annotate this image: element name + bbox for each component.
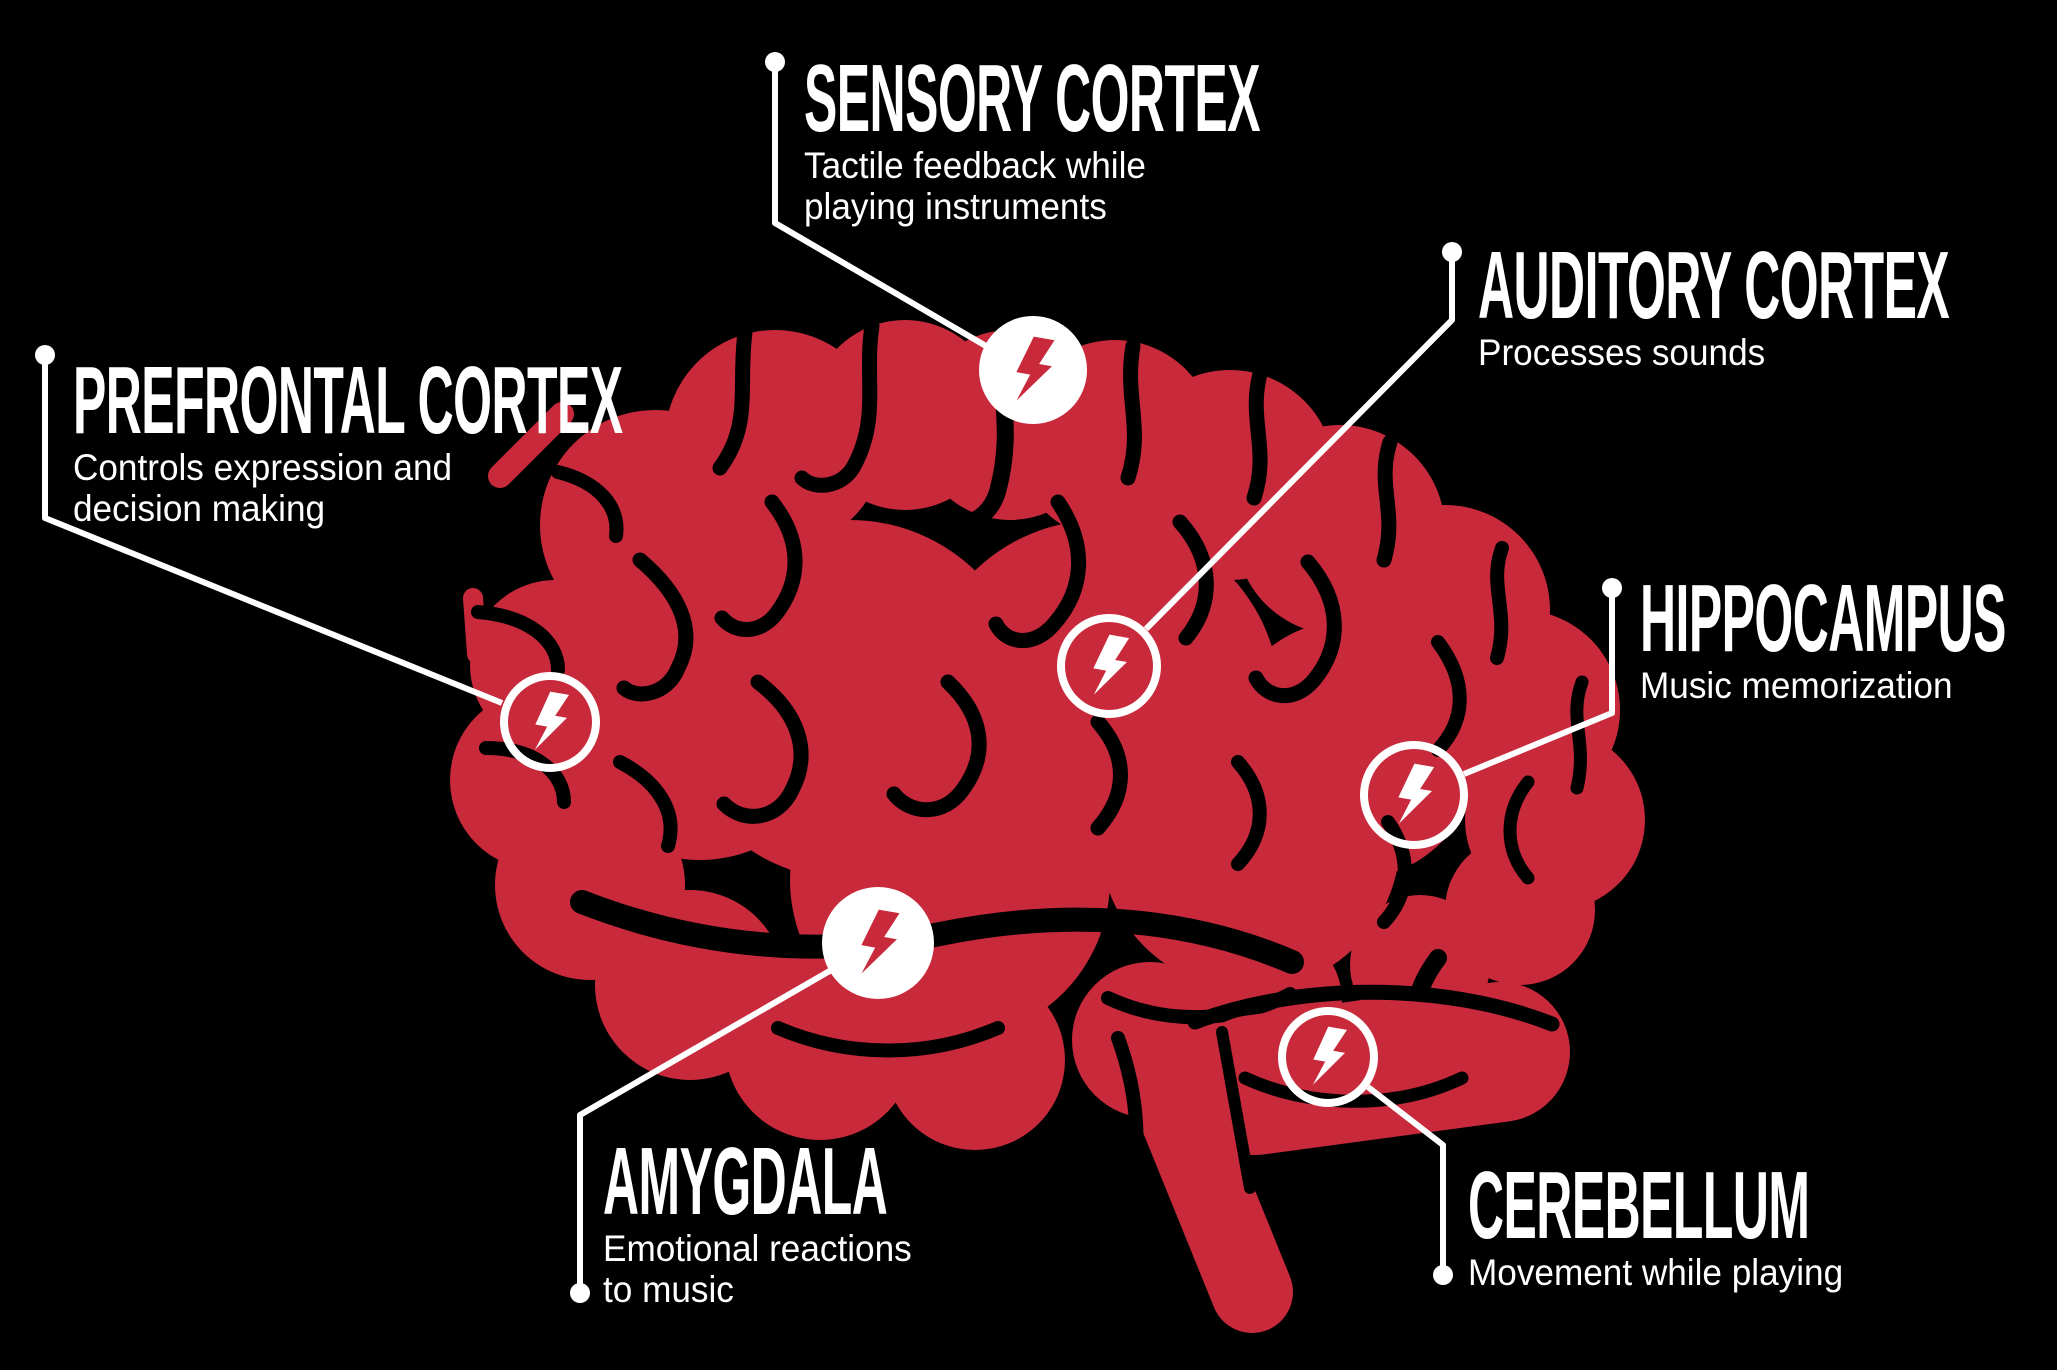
lightning-bolt-icon-hippocampus bbox=[1360, 741, 1468, 849]
region-title: AUDITORY CORTEX bbox=[1478, 232, 1950, 339]
brainstem-shape bbox=[1127, 1044, 1293, 1333]
region-description: Music memorization bbox=[1640, 665, 1953, 706]
label-prefrontal-cortex: PREFRONTAL CORTEX Controls expression an… bbox=[73, 353, 1130, 530]
lightning-bolt-icon-amygdala bbox=[822, 887, 934, 999]
cerebellum-shape bbox=[1185, 982, 1570, 1155]
label-hippocampus: HIPPOCAMPUS Music memorization bbox=[1640, 565, 2057, 707]
cerebellum-sulci bbox=[1111, 984, 1560, 1221]
label-auditory-cortex: AUDITORY CORTEX Processes sounds bbox=[1478, 232, 2057, 374]
connector-hippocampus bbox=[1462, 588, 1615, 777]
connector-cerebellum bbox=[1366, 1084, 1446, 1275]
lightning-bolt-icon-cerebellum bbox=[1278, 1007, 1378, 1107]
connector-auditory-cortex bbox=[1143, 252, 1455, 632]
region-description: Processes sounds bbox=[1478, 332, 1766, 373]
lightning-bolt-icon-sensory-cortex bbox=[979, 316, 1087, 424]
connector-sensory-cortex bbox=[772, 62, 1012, 363]
region-title: AMYGDALA bbox=[603, 1128, 888, 1235]
label-cerebellum: CEREBELLUM Movement while playing bbox=[1468, 1152, 2057, 1294]
region-title: PREFRONTAL CORTEX bbox=[73, 347, 623, 454]
dot-auditory-cortex bbox=[1442, 242, 1462, 262]
region-title: HIPPOCAMPUS bbox=[1640, 565, 2006, 672]
connector-lines bbox=[42, 62, 1615, 1293]
dot-prefrontal-cortex bbox=[35, 345, 55, 365]
dot-amygdala bbox=[570, 1283, 590, 1303]
dot-sensory-cortex bbox=[765, 52, 785, 72]
region-title: CEREBELLUM bbox=[1468, 1152, 1810, 1259]
region-description: Movement while playing bbox=[1468, 1252, 1844, 1293]
dot-cerebellum bbox=[1433, 1265, 1453, 1285]
connector-amygdala bbox=[577, 962, 842, 1293]
connector-dots bbox=[35, 52, 1622, 1303]
connector-prefrontal-cortex bbox=[42, 355, 504, 706]
lightning-bolt-icon-prefrontal-cortex bbox=[500, 672, 600, 772]
region-title: SENSORY CORTEX bbox=[804, 45, 1260, 152]
dot-hippocampus bbox=[1602, 578, 1622, 598]
lightning-bolt-icon-auditory-cortex bbox=[1057, 614, 1161, 718]
